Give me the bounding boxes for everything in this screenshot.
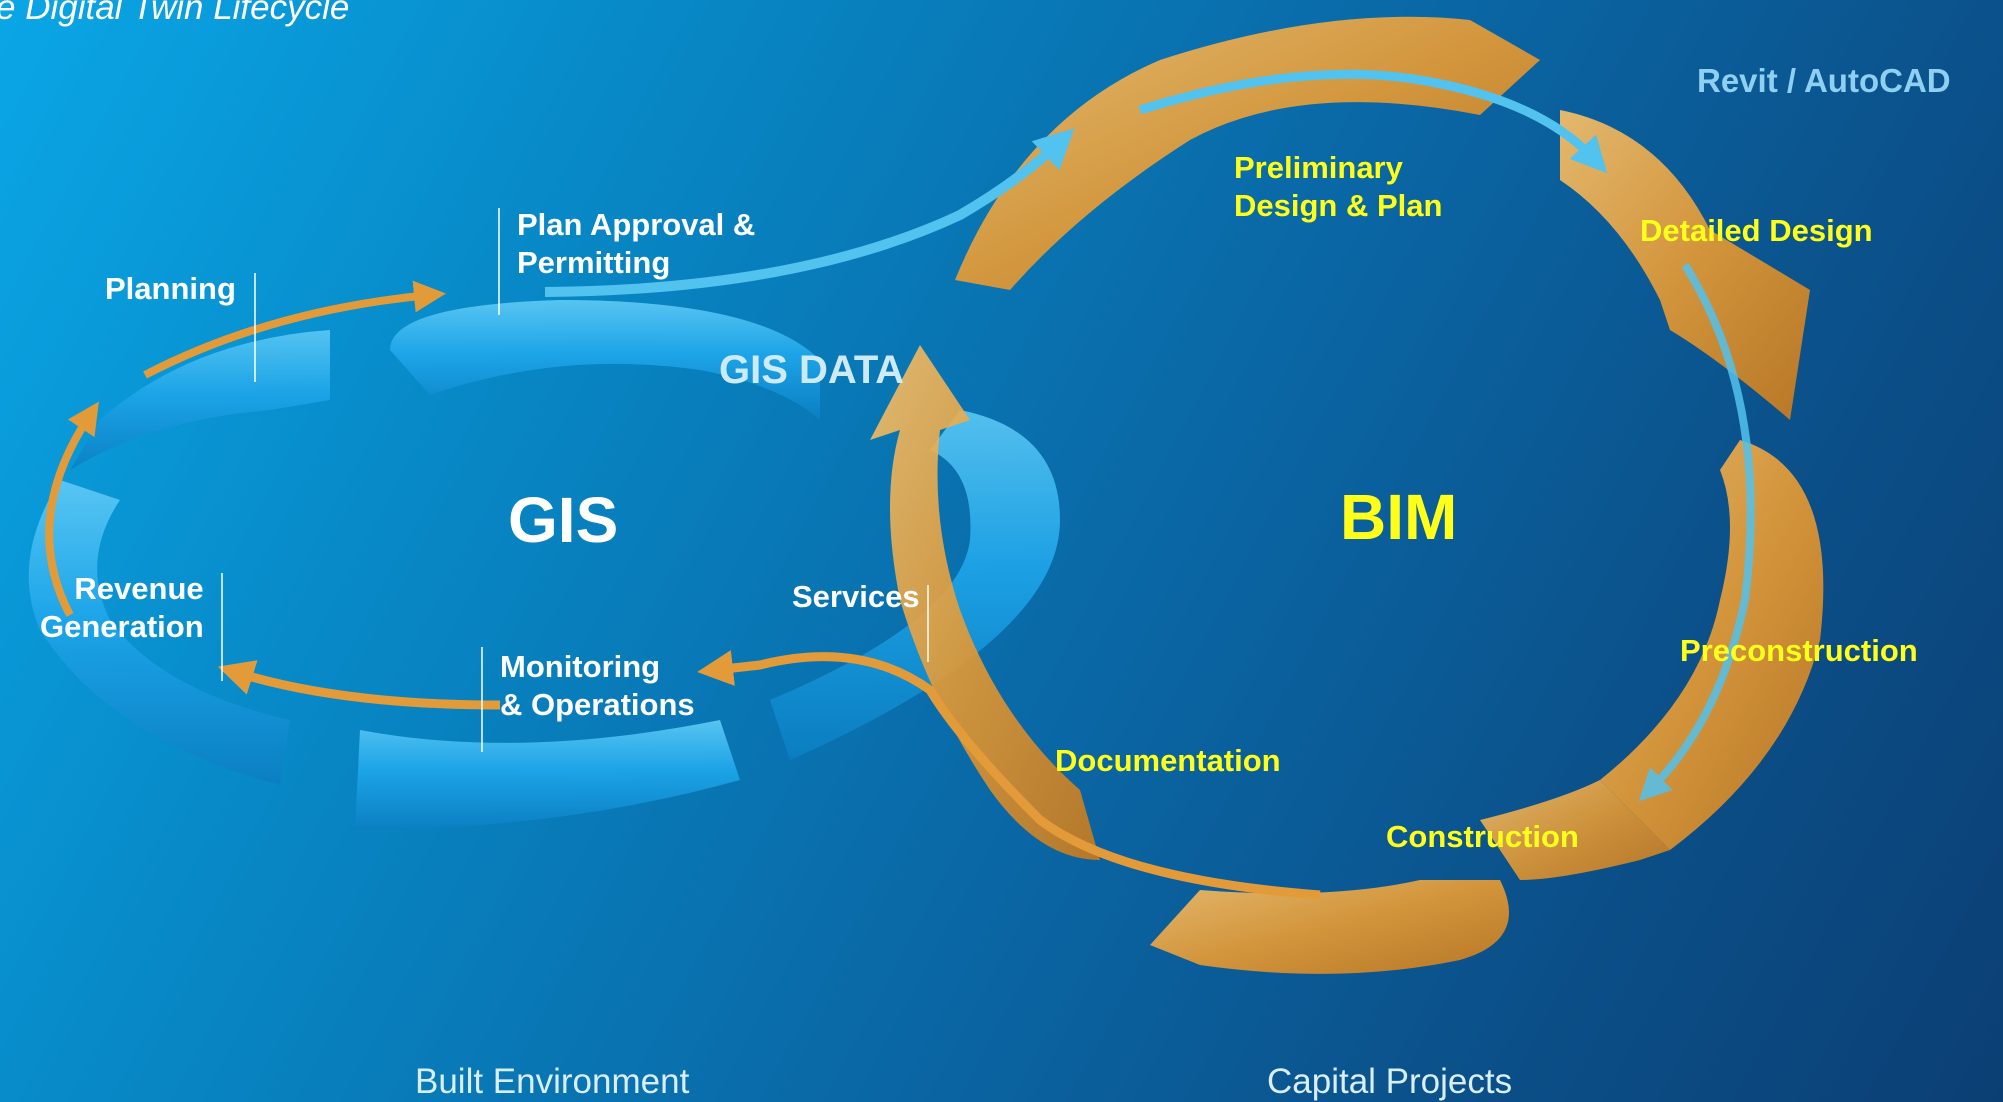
gis-ring-segment-top	[390, 300, 820, 420]
bim-to-gis-arrow	[697, 650, 1321, 900]
bim-stage-detailed-design: Detailed Design	[1640, 213, 1873, 248]
bim-ring-segment-right	[1600, 440, 1824, 850]
bim-right-inner-arrow	[1638, 262, 1755, 802]
gis-to-bim-arrow	[544, 128, 1075, 297]
bim-stage-preliminary-design: Preliminary Design & Plan	[1234, 149, 1442, 225]
revenue-line-2: Generation	[40, 609, 204, 644]
plan-approval-line-2: Permitting	[517, 245, 671, 280]
gis-ring-segment-left-top	[70, 330, 330, 470]
monitoring-line-2: & Operations	[500, 687, 695, 722]
gis-ring-segment-left	[28, 480, 290, 785]
gis-ring-segment-bottom	[355, 720, 740, 830]
gis-arc-arrow-left	[45, 401, 99, 617]
bim-ring-segment-bottom	[1150, 880, 1509, 974]
bim-ring-segment-top	[955, 16, 1540, 291]
gis-cycle-ring	[28, 300, 1060, 830]
gis-stage-planning: Planning	[105, 271, 236, 306]
slide-title: e Digital Twin Lifecycle	[0, 0, 350, 27]
flow-arrows	[45, 69, 1755, 900]
bim-stage-documentation: Documentation	[1055, 743, 1281, 778]
gis-stage-monitoring-operations: Monitoring & Operations	[500, 648, 695, 724]
gis-center-label: GIS	[508, 484, 619, 556]
gis-stage-plan-approval: Plan Approval & Permitting	[517, 206, 755, 282]
bim-center-label: BIM	[1340, 481, 1458, 553]
label-leader-lines	[221, 208, 929, 752]
revenue-line-1: Revenue	[74, 571, 204, 606]
preliminary-line-2: Design & Plan	[1234, 188, 1443, 223]
bim-ring-segment-bottom-right	[1480, 780, 1670, 880]
plan-approval-line-1: Plan Approval &	[517, 207, 756, 242]
bim-stage-construction: Construction	[1386, 819, 1579, 854]
bim-caption: Capital Projects	[1267, 1062, 1513, 1101]
bim-stage-preconstruction: Preconstruction	[1680, 633, 1918, 668]
gis-arc-arrow-top	[143, 280, 446, 379]
gis-arc-arrow-bottom	[217, 660, 501, 710]
bim-tool-label: Revit / AutoCAD	[1697, 62, 1951, 99]
preliminary-line-1: Preliminary	[1234, 150, 1403, 185]
gis-stage-revenue-generation: Revenue Generation	[40, 570, 204, 646]
gis-stage-services: Services	[792, 579, 920, 614]
gis-caption: Built Environment	[415, 1062, 690, 1101]
bim-top-inner-arrow	[1138, 69, 1608, 174]
monitoring-line-1: Monitoring	[500, 649, 661, 684]
gis-ring-segment-right	[770, 410, 1060, 760]
gis-data-label: GIS DATA	[719, 348, 905, 392]
bim-ring-segment-left	[870, 345, 1100, 860]
